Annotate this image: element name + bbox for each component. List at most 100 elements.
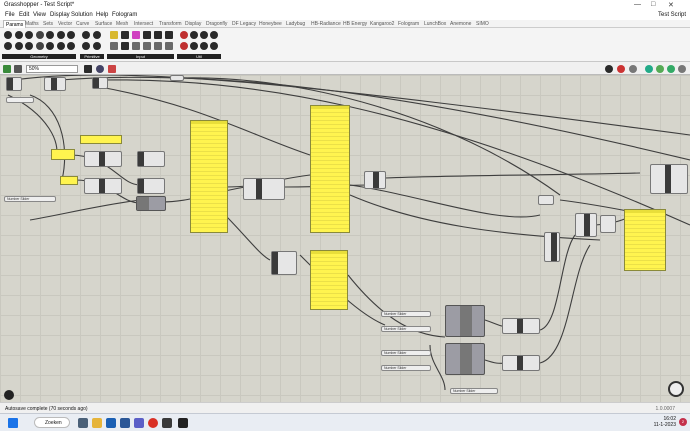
tab-dragonfly[interactable]: Dragonfly — [206, 21, 228, 27]
preview-wire-icon[interactable] — [605, 65, 613, 73]
windows-start-icon[interactable] — [8, 418, 18, 428]
tab-vector[interactable]: Vector — [58, 21, 73, 27]
util-param-icon[interactable] — [180, 42, 188, 50]
menu-view[interactable]: View — [33, 12, 46, 18]
menu-help[interactable]: Help — [96, 12, 109, 18]
rhino-icon[interactable] — [162, 418, 172, 428]
zoom-input[interactable]: 50% — [26, 65, 78, 73]
chrome-icon[interactable] — [148, 418, 158, 428]
data-panel[interactable] — [310, 250, 348, 310]
component-node[interactable] — [271, 251, 297, 275]
data-panel[interactable] — [624, 209, 666, 271]
maximize-icon[interactable]: □ — [651, 1, 656, 8]
number-slider[interactable]: Number Slider — [450, 388, 498, 394]
tab-hb-radiance[interactable]: HB-Radiance — [311, 21, 341, 27]
tab-curve[interactable]: Curve — [76, 21, 90, 27]
data-panel[interactable] — [190, 120, 228, 233]
file-explorer-icon[interactable] — [92, 418, 102, 428]
component-node[interactable] — [502, 355, 540, 371]
component-node[interactable] — [84, 151, 122, 167]
util-param-icon[interactable] — [200, 42, 208, 50]
tab-df-legacy[interactable]: DF Legacy — [232, 21, 257, 27]
menu-display[interactable]: Display — [50, 12, 70, 18]
geometry-param-icon[interactable] — [25, 42, 33, 50]
input-param-icon[interactable] — [132, 42, 140, 50]
menu-solution[interactable]: Solution — [71, 12, 93, 18]
text-panel[interactable] — [60, 176, 78, 185]
primitive-param-icon[interactable] — [82, 42, 90, 50]
component-node[interactable] — [502, 318, 540, 334]
component-node[interactable] — [650, 164, 688, 194]
data-panel[interactable] — [310, 105, 350, 233]
canvas-navigator-icon[interactable] — [4, 390, 14, 400]
component-node[interactable] — [137, 151, 165, 167]
tab-fologram[interactable]: Fologram — [398, 21, 420, 27]
component-node[interactable] — [84, 178, 122, 194]
tab-ladybug[interactable]: Ladybug — [286, 21, 306, 27]
util-param-icon[interactable] — [190, 42, 198, 50]
group-primitive[interactable]: Primitive — [80, 54, 104, 59]
input-param-icon[interactable] — [165, 31, 173, 39]
number-slider[interactable]: Number Slider — [381, 365, 431, 371]
component-node[interactable] — [538, 195, 554, 205]
util-param-icon[interactable] — [180, 31, 188, 39]
tab-kangaroo2[interactable]: Kangaroo2 — [370, 21, 395, 27]
input-param-icon[interactable] — [110, 42, 118, 50]
geometry-param-icon[interactable] — [4, 42, 12, 50]
geometry-param-icon[interactable] — [46, 31, 54, 39]
tab-honeybee[interactable]: Honeybee — [259, 21, 282, 27]
cluster-component[interactable] — [445, 343, 485, 375]
preview-shaded-icon[interactable] — [617, 65, 625, 73]
tab-display[interactable]: Display — [185, 21, 202, 27]
component-node[interactable] — [243, 178, 285, 200]
save-icon[interactable] — [3, 65, 11, 73]
preview-off-icon[interactable] — [629, 65, 637, 73]
cluster-component[interactable] — [136, 196, 166, 211]
fit-icon[interactable] — [84, 65, 92, 73]
input-param-icon[interactable] — [143, 42, 151, 50]
close-icon[interactable]: ✕ — [668, 2, 674, 9]
tab-intersect[interactable]: Intersect — [134, 21, 154, 27]
geometry-param-icon[interactable] — [14, 42, 23, 50]
tab-lunchbox[interactable]: LunchBox — [424, 21, 447, 27]
input-param-icon[interactable] — [121, 31, 129, 39]
number-slider[interactable] — [6, 97, 34, 103]
tab-sets[interactable]: Sets — [43, 21, 54, 27]
geometry-param-icon[interactable] — [35, 42, 44, 50]
tab-params[interactable]: Params — [3, 20, 27, 28]
teams-icon[interactable] — [134, 418, 144, 428]
util-param-icon[interactable] — [210, 31, 218, 39]
geometry-param-icon[interactable] — [14, 31, 23, 39]
component-node[interactable] — [544, 232, 560, 262]
component-node[interactable] — [575, 213, 597, 237]
group-util[interactable]: Util — [177, 54, 221, 59]
geometry-param-icon[interactable] — [4, 31, 12, 39]
number-slider[interactable]: Number Slider — [381, 326, 431, 332]
number-slider[interactable]: Number Slider — [381, 350, 431, 356]
primitive-param-icon[interactable] — [93, 42, 101, 50]
tab-anemone[interactable]: Anemone — [450, 21, 472, 27]
component-node[interactable] — [92, 77, 108, 89]
input-param-icon[interactable] — [121, 42, 129, 50]
util-param-icon[interactable] — [190, 31, 198, 39]
menu-fologram[interactable]: Fologram — [112, 12, 138, 18]
group-geometry[interactable]: Geometry — [2, 54, 76, 59]
number-slider[interactable]: Number Slider — [381, 311, 431, 317]
menu-file[interactable]: File — [5, 12, 15, 18]
tab-hb-energy[interactable]: HB Energy — [343, 21, 368, 27]
text-panel[interactable] — [51, 149, 75, 160]
task-view-icon[interactable] — [78, 418, 88, 428]
component-node[interactable] — [170, 75, 184, 81]
cluster-component[interactable] — [445, 305, 485, 337]
taskbar-search[interactable]: Zoeken — [34, 417, 70, 428]
sketch-icon[interactable] — [108, 65, 116, 73]
tab-mesh[interactable]: Mesh — [116, 21, 129, 27]
component-node[interactable] — [6, 77, 22, 91]
geometry-param-icon[interactable] — [56, 31, 65, 39]
input-param-icon[interactable] — [143, 31, 151, 39]
component-node[interactable] — [44, 77, 66, 91]
menu-edit[interactable]: Edit — [19, 12, 30, 18]
geometry-param-icon[interactable] — [46, 42, 54, 50]
text-panel[interactable] — [80, 135, 122, 144]
tab-surface[interactable]: Surface — [95, 21, 113, 27]
